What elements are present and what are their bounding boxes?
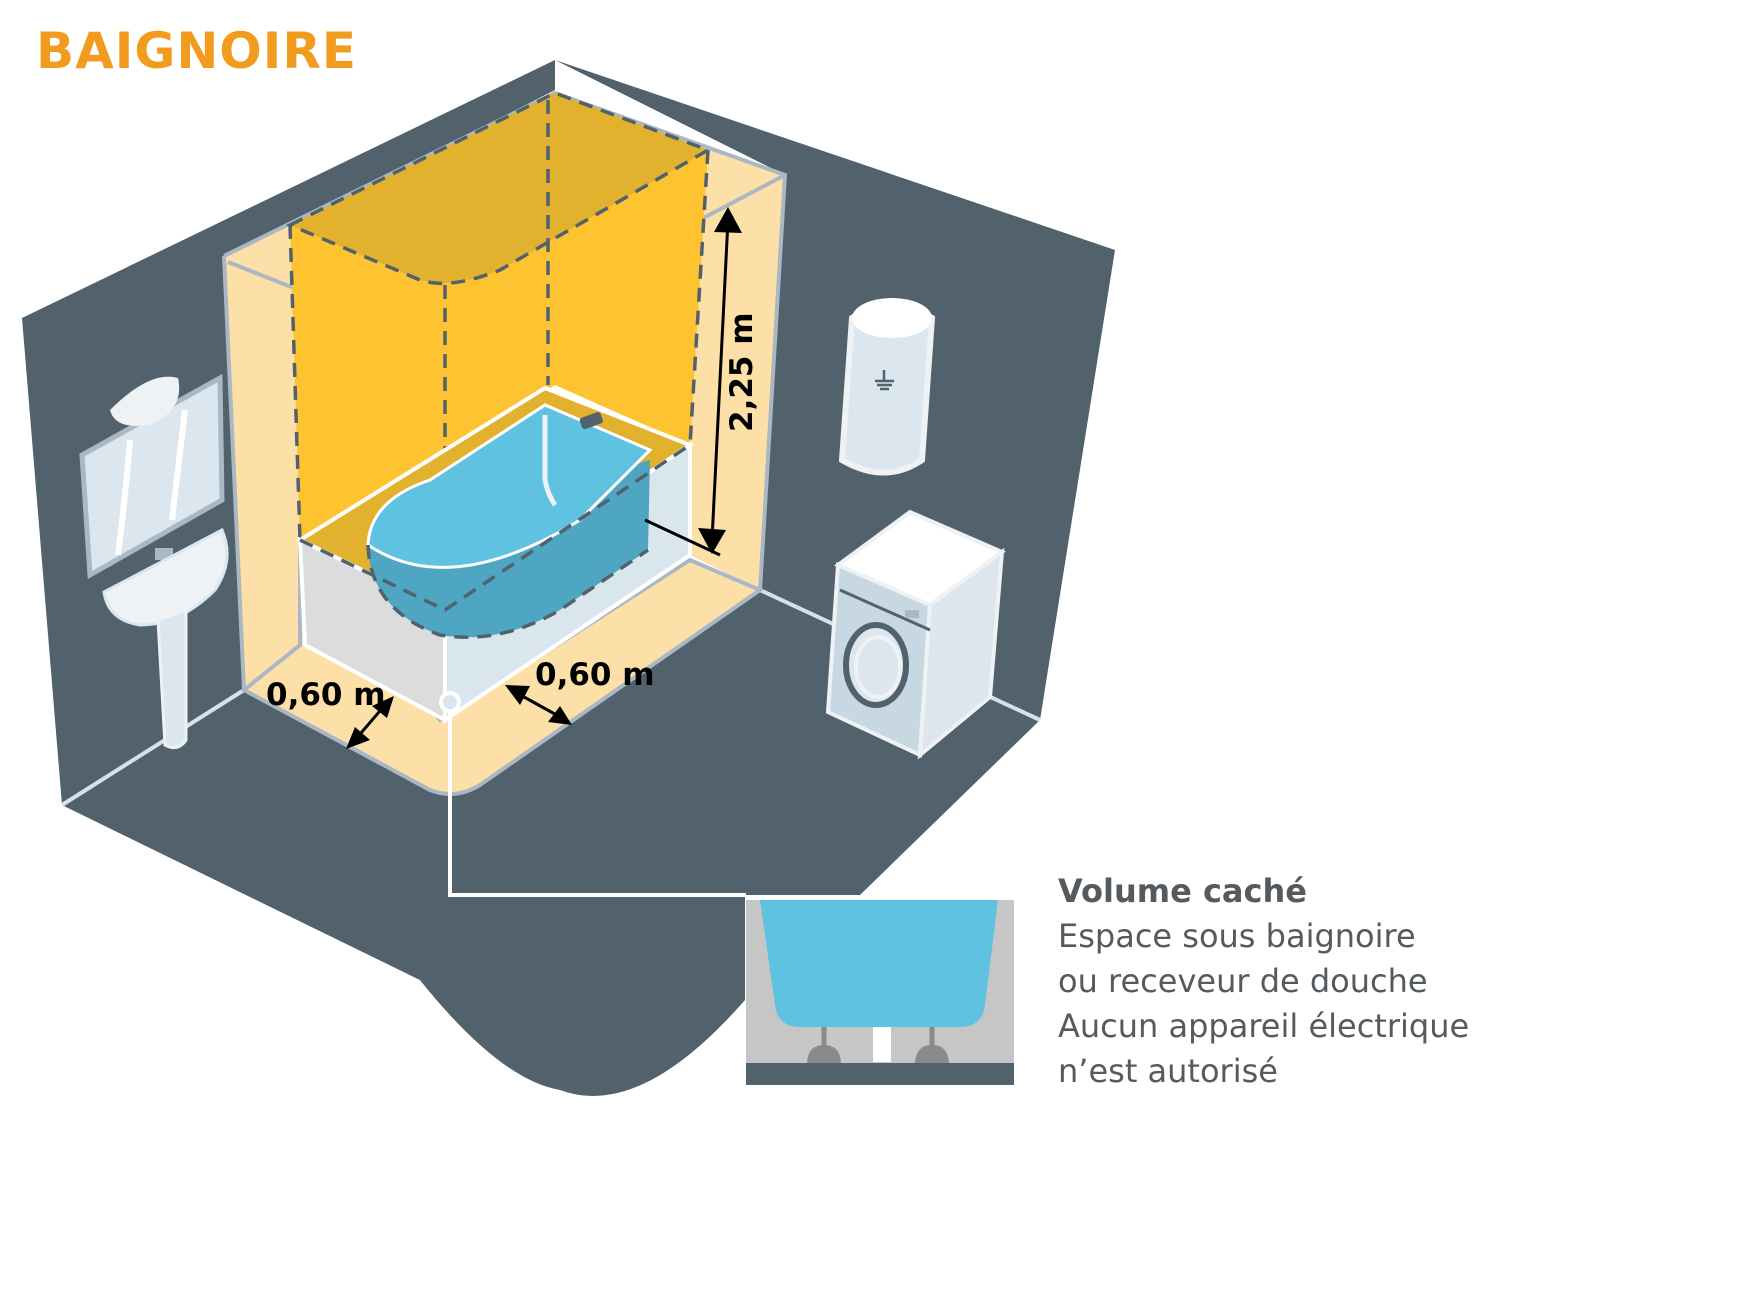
arrow-icon	[346, 727, 370, 749]
callout-line-2: ou receveur de douche	[1058, 962, 1428, 1000]
inset-drain	[873, 1027, 891, 1062]
callout-line-4: n’est autorisé	[1058, 1052, 1278, 1090]
callout-line-3: Aucun appareil électrique	[1058, 1007, 1470, 1045]
callout-heading: Volume caché	[1058, 872, 1307, 910]
arrow-icon	[372, 696, 394, 718]
inset-tub	[760, 900, 998, 1027]
inset-foot-right	[915, 1045, 949, 1063]
zone2-left-edge	[222, 255, 246, 691]
tub-corner-line	[644, 518, 721, 557]
water-heater	[838, 298, 936, 476]
callout-connector	[439, 691, 746, 897]
mirror-reflection	[115, 409, 188, 556]
dimension-left: 0,60 m	[266, 677, 394, 749]
arrow-up-icon	[714, 207, 742, 233]
zone1-top-shape	[290, 93, 708, 284]
earth-ground-icon	[875, 370, 894, 391]
inset-floor	[746, 1063, 1014, 1085]
hidden-volume-inset	[746, 900, 1014, 1085]
shower-hose	[542, 415, 558, 507]
wall-lamp	[110, 376, 180, 426]
washing-machine	[825, 509, 1006, 760]
floor-fill-lower	[62, 805, 745, 1086]
dimension-right-label: 0,60 m	[535, 657, 655, 693]
bathtub	[295, 385, 721, 724]
tub-dashed-outline	[299, 443, 691, 639]
sink-pedestal	[156, 607, 188, 750]
dimension-right: 0,60 m	[505, 657, 655, 725]
callout-line-1: Espace sous baignoire	[1058, 917, 1416, 955]
inset-foot-left	[807, 1045, 841, 1063]
floor-edge-left	[60, 688, 246, 807]
faucet-icon	[579, 412, 603, 430]
page-title: BAIGNOIRE	[36, 22, 358, 80]
washer-side	[917, 547, 1005, 760]
arrow-icon	[505, 685, 530, 705]
dimension-height: 2,25 m	[698, 207, 760, 554]
sink-and-mirror	[79, 373, 229, 750]
hidden-volume-callout: Volume caché Espace sous baignoire ou re…	[1058, 868, 1469, 1094]
arrow-down-icon	[698, 528, 726, 554]
zone-1	[285, 91, 713, 610]
arrow-icon	[548, 706, 572, 725]
dimension-left-label: 0,60 m	[266, 677, 386, 713]
zone1-front	[290, 150, 708, 540]
dimension-height-label: 2,25 m	[724, 312, 760, 432]
floor	[62, 590, 1040, 1096]
zone1-outline	[285, 91, 713, 610]
